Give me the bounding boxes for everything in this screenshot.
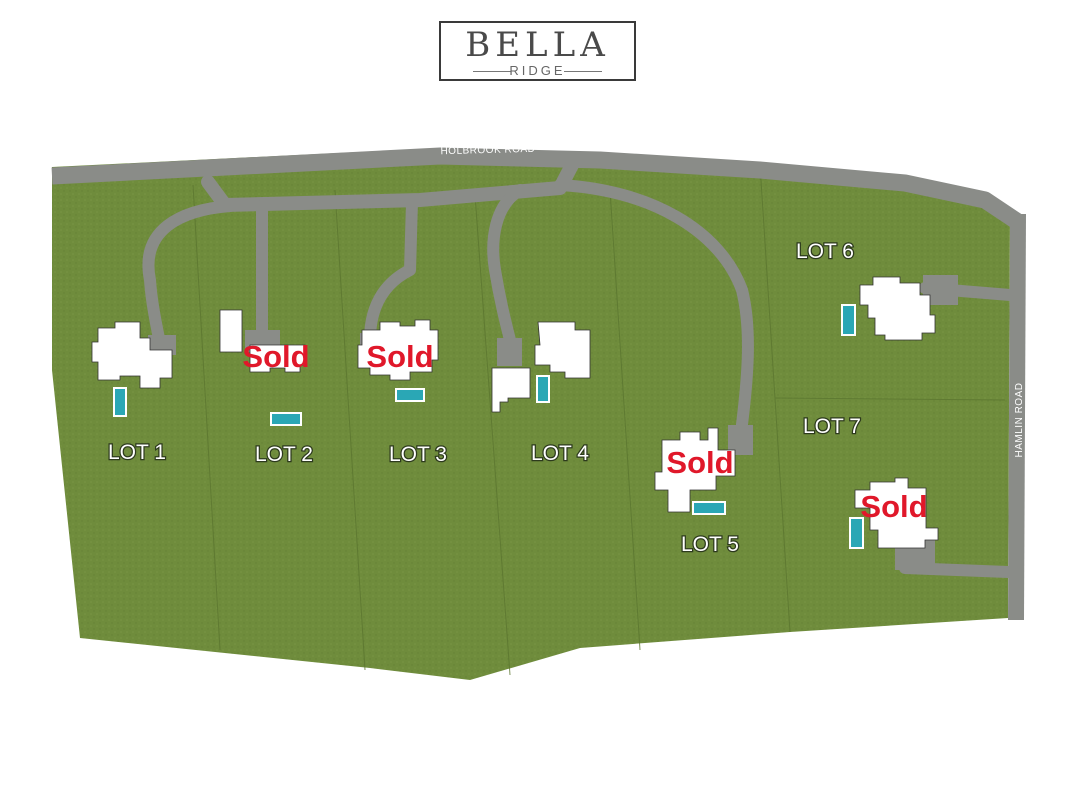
lot-7-sold-label: Sold — [860, 489, 927, 524]
logo-rule-right — [564, 71, 602, 72]
hamlin-road-label: HAMLIN ROAD — [1014, 383, 1025, 458]
house-lot2 — [249, 344, 306, 373]
house-lot4 — [534, 321, 591, 379]
driveway-lot5 — [554, 179, 754, 446]
pool-lot2 — [270, 412, 302, 426]
pool-lot4 — [536, 375, 550, 403]
property-parcel — [52, 148, 1010, 680]
holbrook-road — [51, 147, 1023, 230]
driveway-lot4 — [487, 184, 526, 346]
logo-main-text: BELLA — [465, 25, 610, 65]
house-lot2-garage — [219, 309, 243, 353]
bella-ridge-logo: BELLA RIDGE — [439, 21, 636, 81]
lot-2-label: LOT 2 — [255, 443, 313, 466]
logo-rule-left — [473, 71, 511, 72]
lot-3-sold-label: Sold — [366, 339, 433, 374]
pool-lot1 — [113, 387, 127, 417]
pool-lot6 — [841, 304, 856, 336]
pool-lot3 — [395, 388, 425, 402]
driveway-lot3 — [364, 196, 418, 346]
lot-1-label: LOT 1 — [108, 441, 166, 464]
house-lot1 — [91, 321, 173, 389]
lot-4-label: LOT 4 — [531, 442, 589, 465]
house-lot7 — [854, 477, 939, 549]
lot-5-label: LOT 5 — [681, 533, 739, 556]
lot-boundaries — [192, 164, 1006, 676]
lot-3-label: LOT 3 — [389, 443, 447, 466]
road-network — [51, 147, 1026, 621]
lot-2-sold-label: Sold — [242, 339, 309, 374]
house-lot6 — [859, 276, 936, 341]
holbrook-road-label: HOLBROOK ROAD — [440, 144, 535, 157]
hamlin-road — [1008, 213, 1026, 621]
driveway-lot1 — [142, 200, 236, 351]
pools — [113, 304, 864, 549]
lot-5-sold-label: Sold — [666, 445, 733, 480]
logo-sub-text: RIDGE — [509, 63, 566, 78]
house-lot3 — [357, 319, 439, 381]
houses — [91, 276, 939, 549]
house-lot5 — [654, 427, 736, 513]
pool-lot7 — [849, 517, 864, 549]
lot-6-label: LOT 6 — [796, 240, 854, 263]
pool-lot5 — [692, 501, 726, 515]
lot-7-label: LOT 7 — [803, 415, 861, 438]
house-lot4-garage — [491, 367, 531, 413]
